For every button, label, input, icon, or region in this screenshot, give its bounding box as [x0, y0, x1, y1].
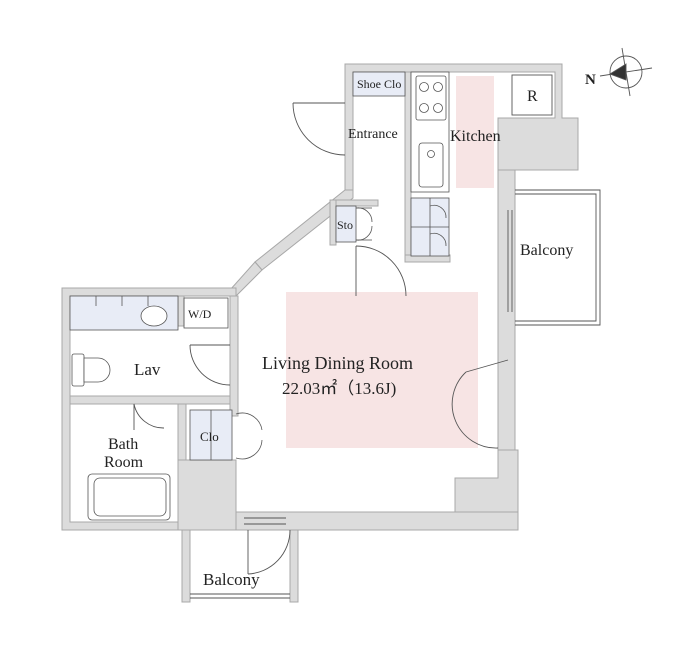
entrance-door[interactable] [292, 102, 346, 156]
balcony-south [190, 517, 290, 599]
south-balcony-door[interactable] [247, 529, 291, 575]
living-area-label: 22.03㎡（13.6J) [282, 379, 396, 398]
lav-door[interactable] [189, 344, 231, 386]
shoe-closet [352, 71, 406, 97]
living-entry-door[interactable] [355, 245, 407, 297]
stove-burners-icon [415, 75, 447, 121]
lav-label: Lav [134, 360, 161, 379]
closet-label: Clo [200, 429, 219, 444]
balcony-east [507, 189, 601, 326]
compass-north-icon [599, 47, 653, 97]
kitchen-cabinet [410, 197, 450, 257]
living-highlight [286, 292, 478, 448]
refrigerator-label: R [527, 88, 538, 105]
living-closet [189, 409, 263, 461]
washer-dryer-space [183, 297, 229, 329]
shoe-closet-label: Shoe Clo [357, 77, 401, 91]
refrigerator-icon [511, 74, 553, 116]
compass-north-label: N [585, 72, 596, 88]
walls [61, 63, 579, 603]
storage-label: Sto [337, 218, 353, 232]
wd-label: W/D [188, 307, 212, 321]
bath-room-label-line1: Bath [108, 436, 138, 453]
storage-closet [335, 205, 373, 243]
living-dining-room-label: Living Dining Room [262, 353, 413, 373]
toilet-icon [71, 353, 111, 387]
lavatory-sink-icon [140, 305, 168, 327]
bath-door[interactable] [133, 403, 165, 430]
kitchen-sink-icon [418, 142, 444, 188]
bath-room-label-line2: Room [104, 454, 144, 471]
kitchen-highlight [456, 76, 494, 188]
balcony-south-label: Balcony [203, 570, 260, 589]
bathtub-icon [87, 473, 171, 521]
entrance-label: Entrance [348, 127, 398, 142]
kitchen-label: Kitchen [450, 128, 501, 145]
balcony-east-label: Balcony [520, 242, 573, 259]
east-balcony-door[interactable] [451, 359, 509, 449]
